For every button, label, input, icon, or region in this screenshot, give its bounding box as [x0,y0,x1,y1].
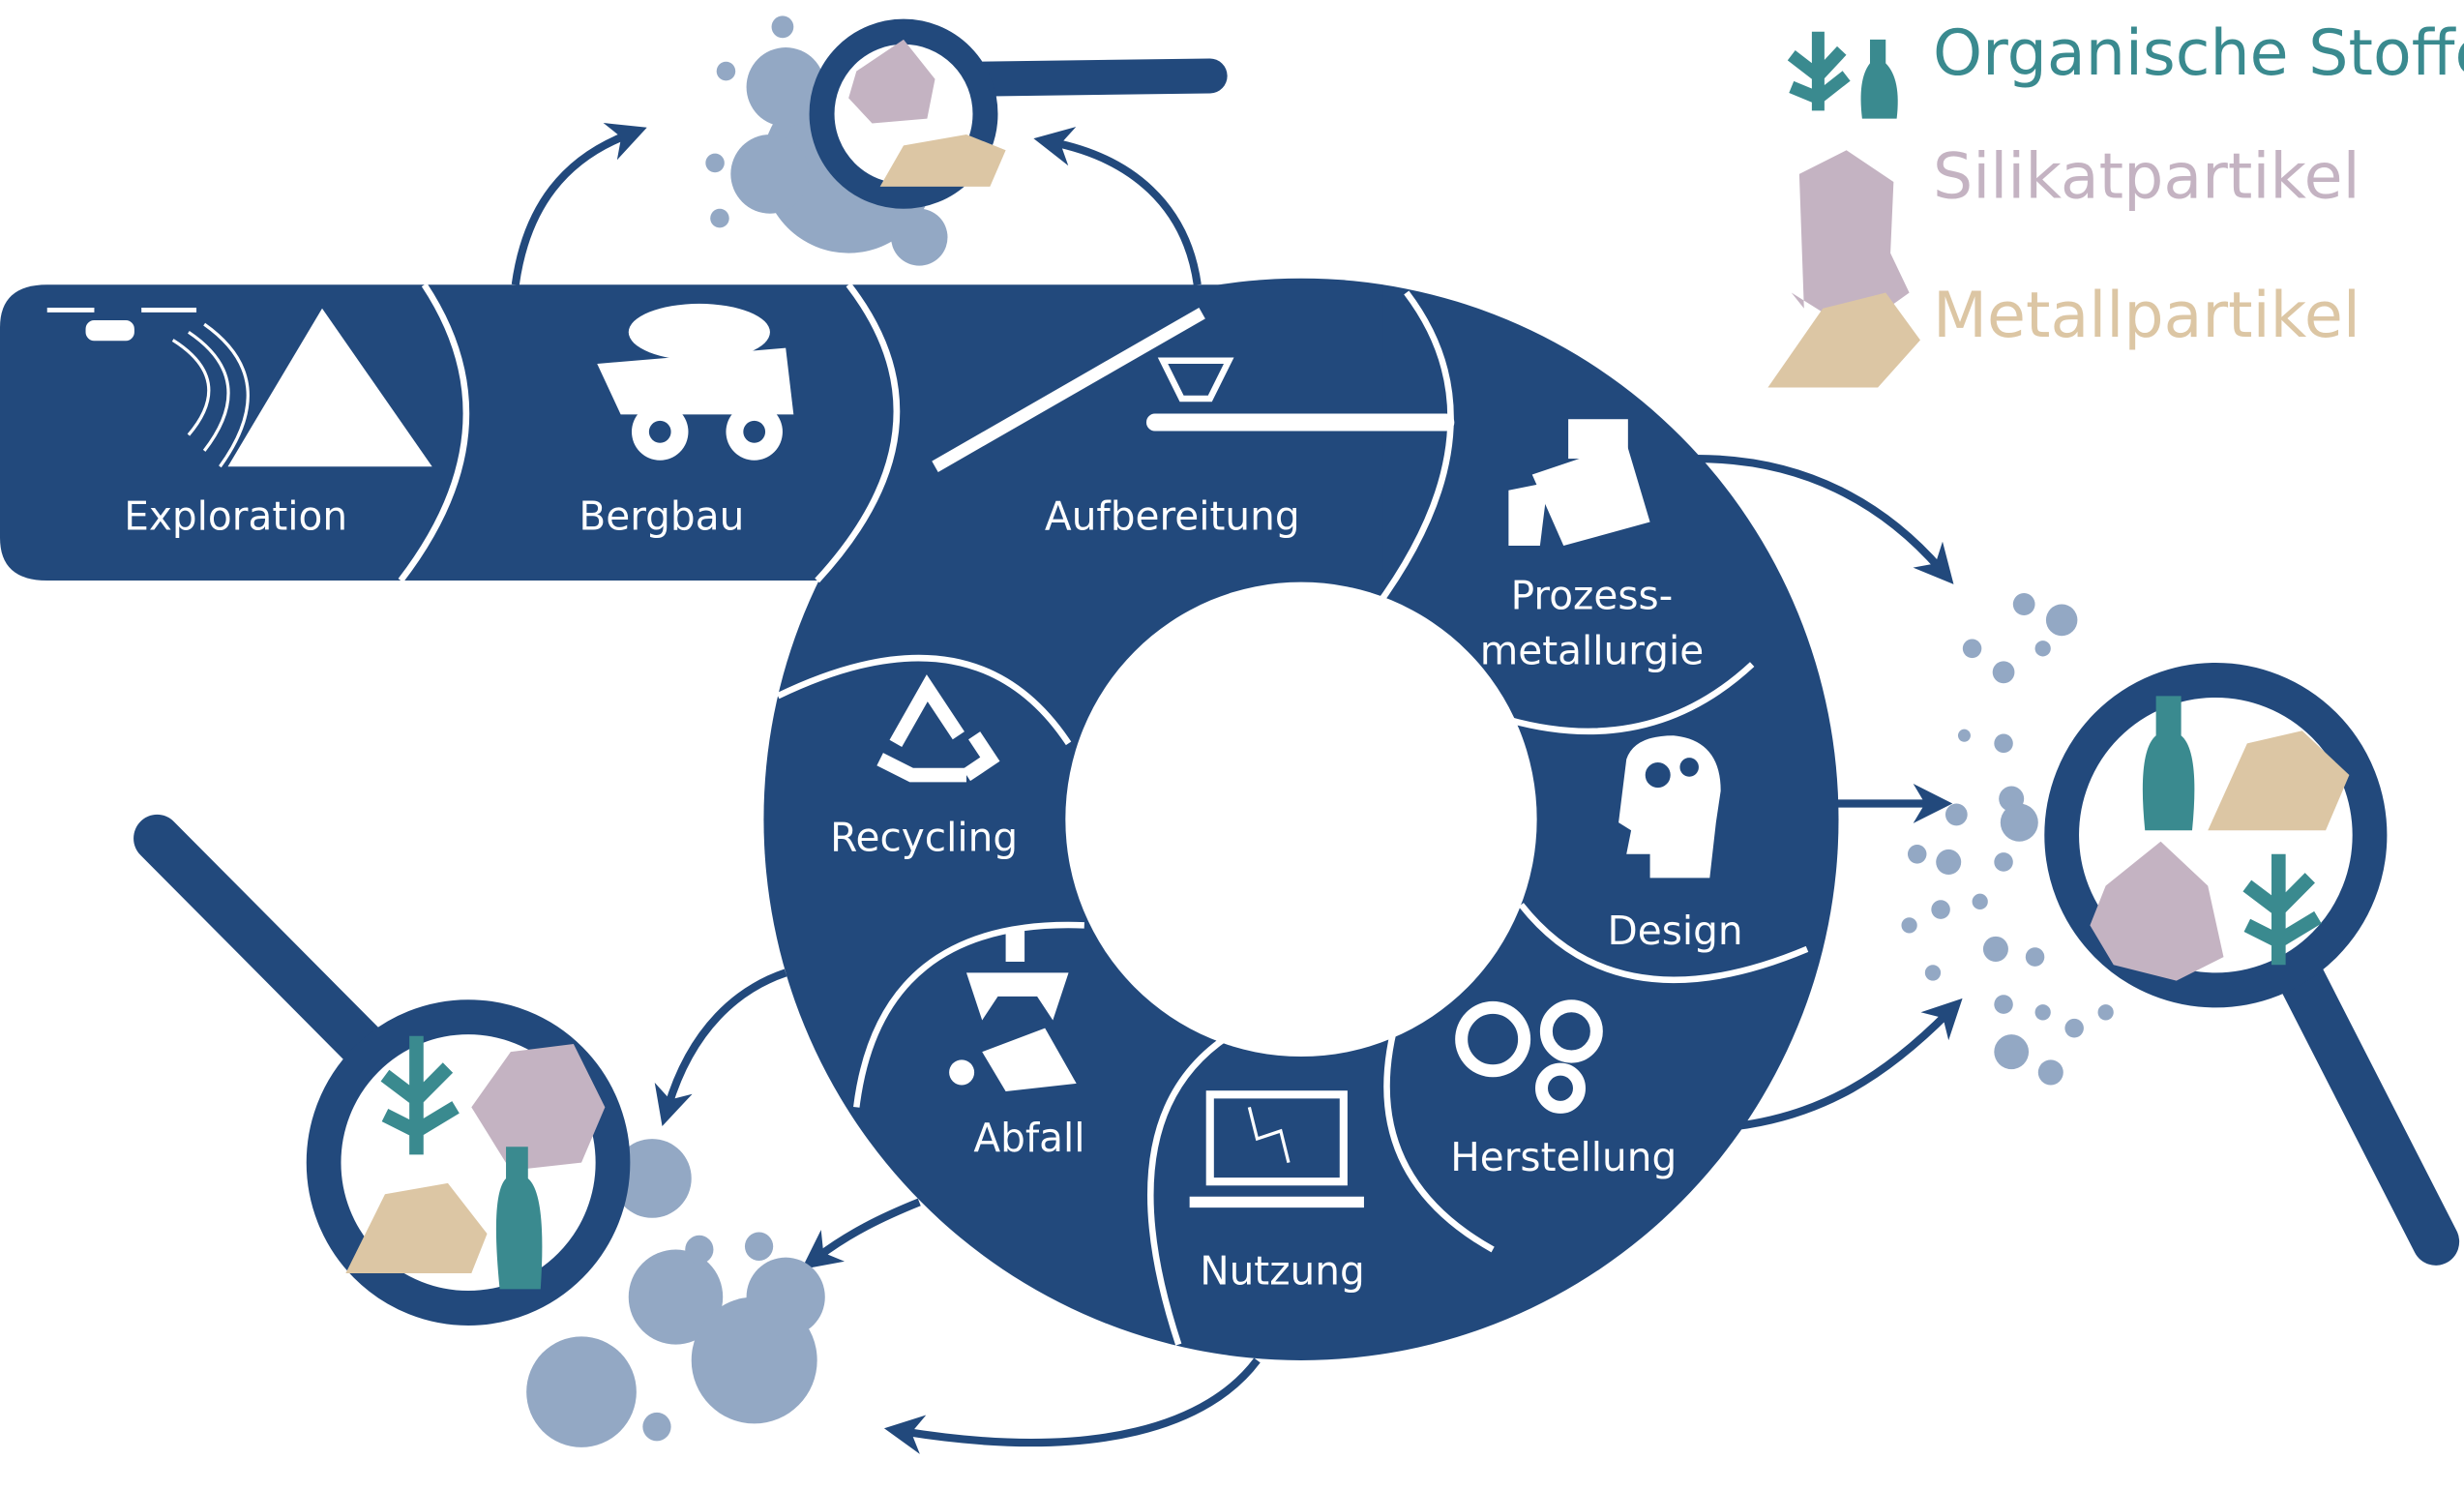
plant-icon [2242,853,2322,966]
conveyor-icon [932,308,1455,472]
label-metallurgie: metallurgie [1480,628,1705,674]
label-aufbereitung: Aufbereitung [1045,493,1300,540]
label-exploration: Exploration [124,493,347,540]
legend-item-metal: Metallpartikel [1767,279,2360,388]
metal-bars-icon [2208,730,2350,831]
legend-label-organic: Organische Stoffe [1933,16,2464,90]
arrow-to-right-magnifier-top [1697,455,1954,584]
crystal-icon [1791,150,1910,333]
label-bergbau: Bergbau [579,493,744,540]
label-design: Design [1607,908,1742,954]
arrow-from-top-magnifier [1033,127,1202,285]
stage-labels: Exploration Bergbau Aufbereitung Prozess… [124,493,1742,1295]
legend-item-organic: Organische Stoffe [1787,16,2464,119]
bottle-icon [2142,696,2195,831]
ring-center [1065,581,1537,1058]
crystal-icon [471,1043,606,1171]
gears-icon [1455,999,1603,1114]
stage-icons [46,303,1721,1208]
legend: Organische Stoffe Silikatpartikel Metall… [1767,16,2464,388]
magnifier-top [809,18,1228,209]
label-prozess: Prozess- [1511,572,1674,618]
arrow-to-right-magnifier-bottom [1736,998,1963,1131]
drone-icon [46,307,197,342]
dump-truck-icon [597,303,794,461]
arrow-to-bottom [883,1357,1261,1454]
label-recycling: Recycling [830,814,1018,860]
smelter-icon [1508,419,1650,547]
label-herstellung: Herstellung [1450,1134,1677,1180]
particles [526,15,2114,1447]
magnifier-right [2044,662,2460,1266]
recycle-icon [876,674,1000,783]
magnifier-left [134,814,631,1326]
legend-item-silicate: Silikatpartikel [1791,139,2360,333]
crystal-icon [2090,841,2224,981]
plant-icon [380,1035,460,1155]
legend-label-silicate: Silikatpartikel [1933,139,2360,213]
metal-bars-icon [1767,292,1920,388]
scan-waves-icon [171,322,250,468]
arrow-to-left-magnifier-bottom [801,1198,921,1269]
metal-bars-icon [879,134,1006,187]
metal-bars-icon [345,1182,488,1274]
bottle-icon [495,1147,543,1290]
plant-and-bottle-icon [1787,31,1851,111]
mountain-icon [227,308,432,467]
flow-arrows [511,123,1963,1454]
label-nutzung: Nutzung [1200,1247,1365,1294]
legend-label-metal: Metallpartikel [1933,279,2360,352]
broken-laptop-icon [1189,1090,1364,1208]
arrow-to-left-magnifier-top [654,968,787,1126]
head-gears-icon [1618,735,1721,879]
label-abfall: Abfall [973,1115,1084,1161]
grabber-icon [949,930,1077,1092]
arrow-to-top-magnifier [511,123,647,285]
crystal-icon [848,39,935,124]
